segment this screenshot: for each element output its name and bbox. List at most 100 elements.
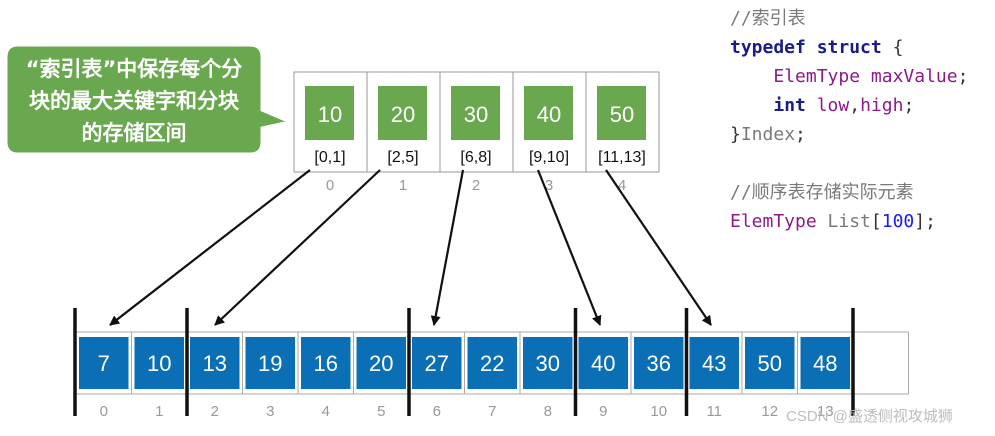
code-brace-open: { xyxy=(892,37,904,58)
index-position-label: 2 xyxy=(472,177,480,194)
list-value-box xyxy=(800,337,850,389)
code-int-kw: int xyxy=(773,95,806,116)
index-max-box xyxy=(378,86,427,140)
index-max-value: 50 xyxy=(610,102,634,127)
code-semicolon-1: ; xyxy=(957,66,969,87)
index-range-label: [11,13] xyxy=(598,149,646,166)
list-value: 10 xyxy=(147,351,171,376)
callout-line-3: 的存储区间 xyxy=(82,121,187,145)
index-max-value: 20 xyxy=(391,102,415,127)
list-value: 27 xyxy=(425,351,449,376)
list-index-label: 0 xyxy=(100,403,108,420)
index-table: 10 [0,1] 0 20 [2,5] 1 30 [6,8] 2 40 [9,10] 3 50 [11,1… xyxy=(293,71,660,194)
list-value-box xyxy=(578,337,628,389)
list-index-label: 4 xyxy=(322,403,330,420)
list-value-box xyxy=(412,337,462,389)
code-block: //索引表 typedef struct { ElemType maxValue… xyxy=(730,4,968,236)
list-index-label: 3 xyxy=(266,403,274,420)
code-typedef-kw: typedef xyxy=(730,37,806,58)
list-value: 40 xyxy=(591,351,615,376)
list-value-box xyxy=(245,337,295,389)
list-index-label: 9 xyxy=(599,403,607,420)
code-list-name: List xyxy=(827,211,871,232)
code-struct-kw: struct xyxy=(816,37,882,58)
index-arrows xyxy=(109,169,712,326)
list-index-label: 8 xyxy=(544,403,552,420)
list-value: 7 xyxy=(98,351,110,376)
index-max-box xyxy=(597,86,646,140)
list-index-label: 7 xyxy=(488,403,496,420)
code-brace-close: } xyxy=(730,124,741,145)
code-bracket-close: ] xyxy=(914,211,926,232)
index-position-label: 1 xyxy=(399,177,407,194)
list-index-label: 12 xyxy=(761,403,778,420)
code-semicolon-2: ; xyxy=(903,95,915,116)
list-index-label: 6 xyxy=(433,403,441,420)
code-maxvalue: maxValue xyxy=(870,66,958,87)
list-value: 20 xyxy=(369,351,393,376)
index-table-frame xyxy=(293,71,660,173)
list-value: 30 xyxy=(536,351,560,376)
list-value-box xyxy=(134,337,184,389)
list-value-box xyxy=(689,337,739,389)
code-comment-list: //顺序表存储实际元素 xyxy=(730,182,914,203)
code-semicolon-3: ; xyxy=(795,124,806,145)
list-value: 36 xyxy=(647,351,671,376)
list-value: 16 xyxy=(314,351,338,376)
list-value: 19 xyxy=(258,351,282,376)
list-index-label: 1 xyxy=(155,403,163,420)
index-max-value: 40 xyxy=(537,102,561,127)
list-value: 43 xyxy=(702,351,726,376)
list-index-label: 5 xyxy=(377,403,385,420)
code-high: high xyxy=(860,95,904,116)
code-elemtype-2: ElemType xyxy=(730,211,817,232)
index-position-label: 4 xyxy=(618,177,626,194)
index-arrow xyxy=(605,169,712,326)
list-value: 22 xyxy=(480,351,504,376)
index-max-value: 10 xyxy=(318,102,342,127)
watermark: CSDN @盛透侧视攻城狮 xyxy=(786,408,953,425)
list-index-label: 13 xyxy=(817,403,834,420)
list-value-box xyxy=(745,337,795,389)
index-max-box xyxy=(524,86,573,140)
list-array: 7 0 10 1 13 2 19 3 16 4 20 5 27 6 22 7 30 8 40 9 36 10 43 11 50 1… xyxy=(73,308,909,420)
callout: “索引表”中保存每个分 块的最大关键字和分块 的存储区间 xyxy=(4,43,295,156)
index-arrow xyxy=(430,169,465,326)
list-value-box xyxy=(356,337,406,389)
list-value-box xyxy=(79,337,129,389)
index-range-label: [6,8] xyxy=(460,149,491,166)
index-arrow xyxy=(536,169,602,326)
index-range-label: [9,10] xyxy=(529,149,569,166)
code-comma: , xyxy=(849,95,861,116)
index-position-label: 0 xyxy=(326,177,334,194)
list-index-label: 2 xyxy=(211,403,219,420)
code-index-name: Index xyxy=(740,124,796,145)
list-value-box xyxy=(190,337,240,389)
index-range-label: [0,1] xyxy=(314,149,345,166)
code-comment-index: //索引表 xyxy=(730,8,806,29)
callout-line-2: 块的最大关键字和分块 xyxy=(29,89,240,113)
list-index-label: 10 xyxy=(650,403,667,420)
code-semicolon-4: ; xyxy=(925,211,936,232)
callout-line-1: “索引表”中保存每个分 xyxy=(26,57,243,81)
list-value-box xyxy=(467,337,517,389)
list-value: 48 xyxy=(813,351,837,376)
index-max-value: 30 xyxy=(464,102,488,127)
list-value-box xyxy=(634,337,684,389)
index-range-label: [2,5] xyxy=(387,149,418,166)
list-value: 50 xyxy=(758,351,782,376)
index-max-box xyxy=(451,86,500,140)
index-max-box xyxy=(305,86,354,140)
code-low: low xyxy=(816,95,850,116)
list-value: 13 xyxy=(203,351,227,376)
index-position-label: 3 xyxy=(545,177,553,194)
code-bracket-open: [ xyxy=(870,211,882,232)
list-index-label: 11 xyxy=(706,403,722,420)
list-value-box xyxy=(523,337,573,389)
list-value-box xyxy=(301,337,351,389)
index-arrow xyxy=(109,169,311,326)
code-array-size: 100 xyxy=(881,211,915,232)
code-elemtype-1: ElemType xyxy=(773,66,861,87)
callout-bubble xyxy=(4,43,295,156)
